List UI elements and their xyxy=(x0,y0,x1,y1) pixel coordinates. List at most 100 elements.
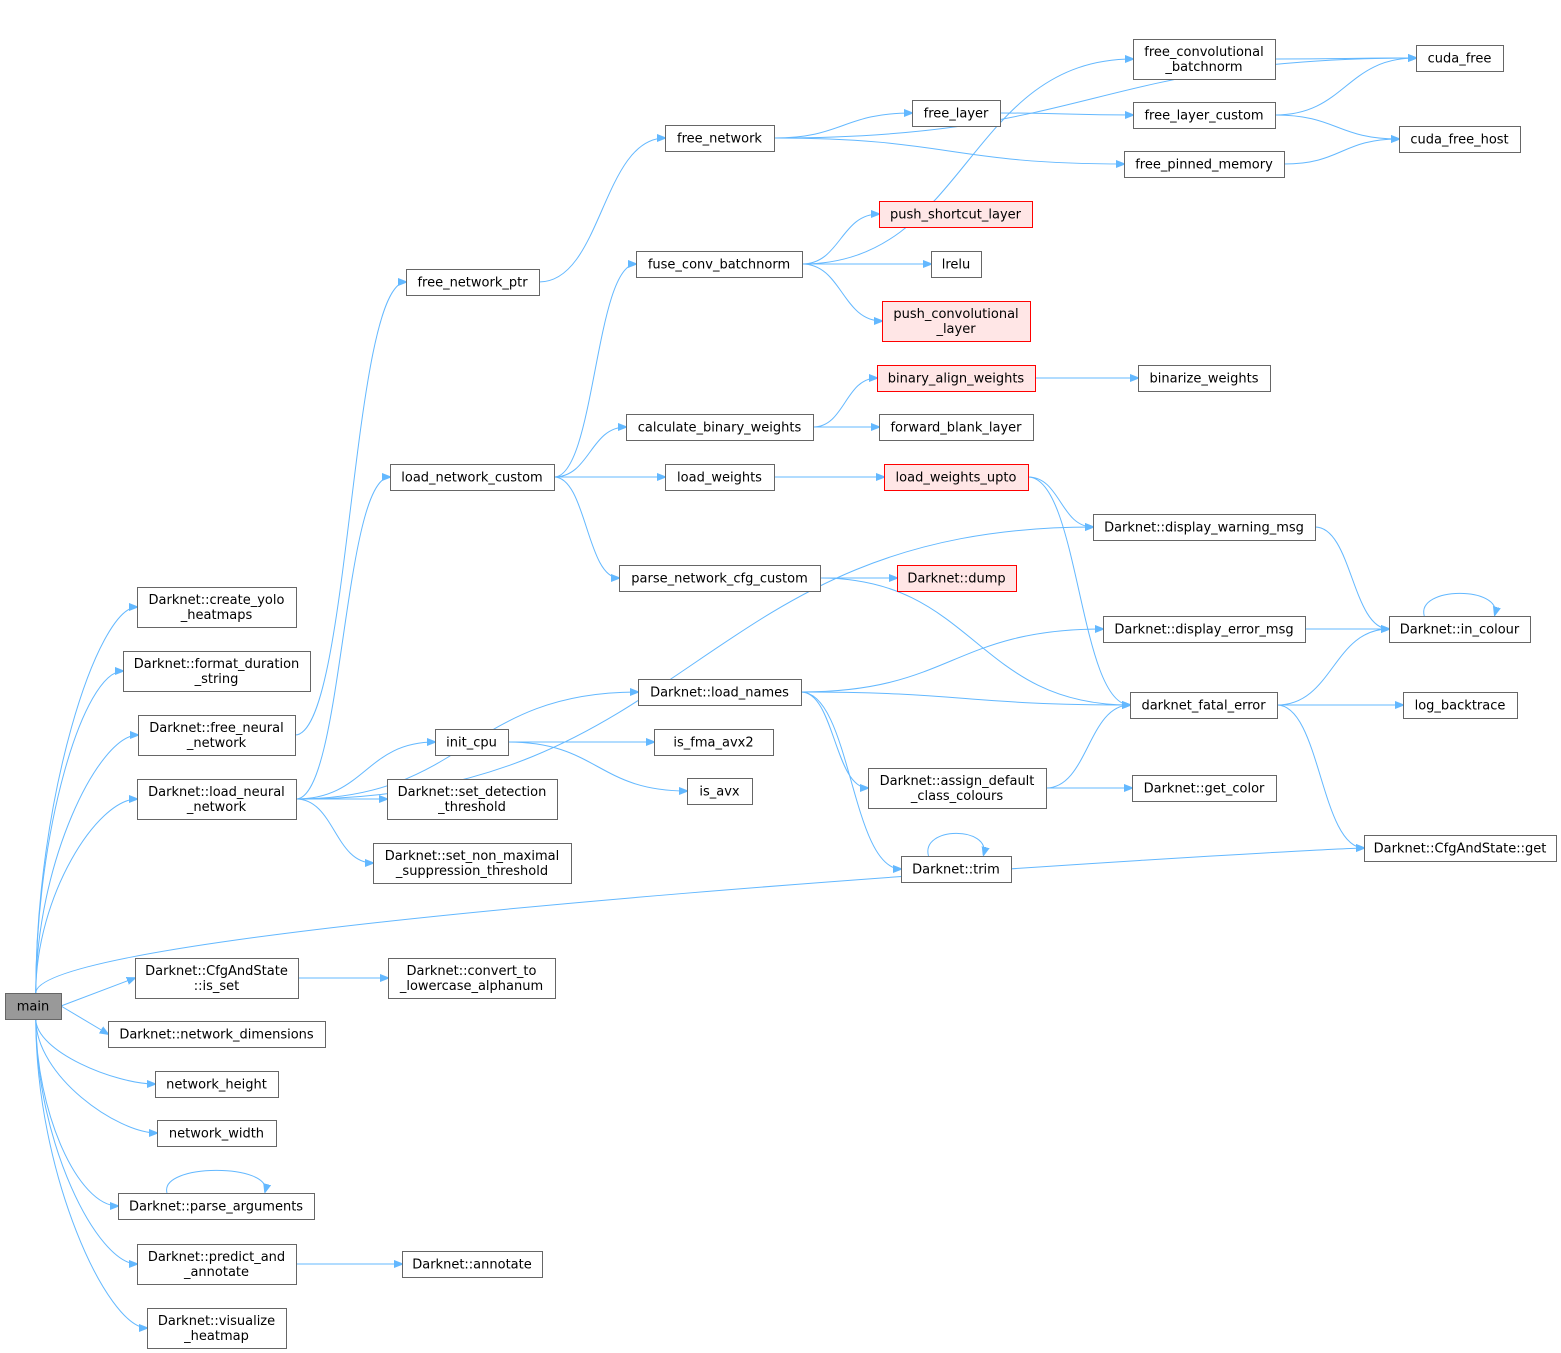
node-trim[interactable]: Darknet::trim xyxy=(901,856,1012,883)
edge-free_neural_network-to-free_network_ptr xyxy=(294,282,406,736)
node-label-forward_blank_layer-0: forward_blank_layer xyxy=(890,421,1022,436)
node-load_names[interactable]: Darknet::load_names xyxy=(638,679,802,706)
node-box-create_yolo_heatmaps xyxy=(137,587,297,628)
node-cuda_free[interactable]: cuda_free xyxy=(1416,45,1504,72)
node-is_fma_avx2[interactable]: is_fma_avx2 xyxy=(654,729,774,756)
node-label-network_height-0: network_height xyxy=(166,1078,267,1093)
node-annotate[interactable]: Darknet::annotate xyxy=(402,1251,543,1278)
edge-assign_default_class_colours-to-darknet_fatal_error xyxy=(1045,705,1130,789)
node-set_nms_threshold[interactable]: Darknet::set_non_maximal_suppression_thr… xyxy=(373,843,572,884)
edge-main-to-visualize_heatmap xyxy=(35,1018,147,1328)
node-box-is_avx xyxy=(687,778,753,805)
node-box-get_color xyxy=(1132,775,1277,802)
node-network_height[interactable]: network_height xyxy=(155,1071,279,1098)
node-box-network_width xyxy=(157,1120,277,1147)
node-is_avx[interactable]: is_avx xyxy=(687,778,753,805)
node-label-convert_to_lowercase_alphanum-0: Darknet::convert_to xyxy=(407,964,537,979)
node-box-in_colour xyxy=(1389,616,1531,643)
edge-main-to-network_dimensions xyxy=(60,1005,108,1034)
node-free_network_ptr[interactable]: free_network_ptr xyxy=(406,269,540,296)
node-label-set_detection_threshold-1: _threshold xyxy=(437,800,506,815)
node-cfg_is_set[interactable]: Darknet::CfgAndState::is_set xyxy=(135,958,299,999)
node-box-darknet_fatal_error xyxy=(1130,692,1278,719)
node-set_detection_threshold[interactable]: Darknet::set_detection_threshold xyxy=(387,779,558,820)
node-label-calculate_binary_weights-0: calculate_binary_weights xyxy=(638,421,802,436)
node-convert_to_lowercase_alphanum[interactable]: Darknet::convert_to_lowercase_alphanum xyxy=(388,958,556,999)
node-label-load_neural_network-0: Darknet::load_neural xyxy=(148,785,285,800)
node-label-log_backtrace-0: log_backtrace xyxy=(1415,699,1506,714)
node-label-main-0: main xyxy=(17,1000,49,1015)
node-box-load_weights_upto xyxy=(884,464,1029,491)
node-get_color[interactable]: Darknet::get_color xyxy=(1132,775,1277,802)
node-cuda_free_host[interactable]: cuda_free_host xyxy=(1399,126,1521,153)
edge-parse_network_cfg_custom-to-darknet_fatal_error xyxy=(819,577,1130,705)
node-free_layer[interactable]: free_layer xyxy=(912,100,1001,127)
node-label-set_nms_threshold-0: Darknet::set_non_maximal xyxy=(385,849,559,864)
node-load_weights[interactable]: load_weights xyxy=(665,464,775,491)
edge-free_network_ptr-to-free_network xyxy=(538,138,665,283)
node-label-load_names-0: Darknet::load_names xyxy=(650,686,789,701)
node-box-load_neural_network xyxy=(137,779,297,820)
node-log_backtrace[interactable]: log_backtrace xyxy=(1403,692,1518,719)
node-load_weights_upto[interactable]: load_weights_upto xyxy=(884,464,1029,491)
node-binarize_weights[interactable]: binarize_weights xyxy=(1138,365,1271,392)
node-box-load_names xyxy=(638,679,802,706)
node-label-convert_to_lowercase_alphanum-1: _lowercase_alphanum xyxy=(399,979,543,994)
node-box-is_fma_avx2 xyxy=(654,729,774,756)
node-label-load_weights_upto-0: load_weights_upto xyxy=(896,471,1017,486)
node-label-set_detection_threshold-0: Darknet::set_detection xyxy=(398,785,547,800)
node-box-binarize_weights xyxy=(1138,365,1271,392)
node-free_neural_network[interactable]: Darknet::free_neural_network xyxy=(138,715,296,756)
node-box-set_detection_threshold xyxy=(387,779,558,820)
node-forward_blank_layer[interactable]: forward_blank_layer xyxy=(879,414,1034,441)
node-display_error_msg[interactable]: Darknet::display_error_msg xyxy=(1103,616,1306,643)
node-push_convolutional_layer[interactable]: push_convolutional_layer xyxy=(882,301,1031,342)
node-label-cfg_is_set-0: Darknet::CfgAndState xyxy=(145,964,288,979)
edge-main-to-free_neural_network xyxy=(35,735,138,994)
node-free_pinned_memory[interactable]: free_pinned_memory xyxy=(1124,151,1285,178)
node-free_network[interactable]: free_network xyxy=(665,125,775,152)
node-display_warning_msg[interactable]: Darknet::display_warning_msg xyxy=(1093,514,1316,541)
node-load_neural_network[interactable]: Darknet::load_neural_network xyxy=(137,779,297,820)
node-push_shortcut_layer[interactable]: push_shortcut_layer xyxy=(879,201,1033,228)
node-network_width[interactable]: network_width xyxy=(157,1120,277,1147)
node-create_yolo_heatmaps[interactable]: Darknet::create_yolo_heatmaps xyxy=(137,587,297,628)
node-fuse_conv_batchnorm[interactable]: fuse_conv_batchnorm xyxy=(636,251,803,278)
node-main[interactable]: main xyxy=(5,993,62,1020)
node-label-free_network_ptr-0: free_network_ptr xyxy=(417,276,528,291)
node-label-predict_and_annotate-1: _annotate xyxy=(183,1265,249,1280)
node-dump[interactable]: Darknet::dump xyxy=(897,565,1017,592)
node-label-push_shortcut_layer-0: push_shortcut_layer xyxy=(890,208,1022,223)
edge-load_names-to-darknet_fatal_error xyxy=(800,691,1130,705)
edge-free_layer_custom-to-cuda_free_host xyxy=(1274,114,1399,139)
node-lrelu[interactable]: lrelu xyxy=(931,251,982,278)
node-init_cpu[interactable]: init_cpu xyxy=(435,729,509,756)
node-label-parse_arguments-0: Darknet::parse_arguments xyxy=(129,1200,303,1215)
node-format_duration_string[interactable]: Darknet::format_duration_string xyxy=(123,651,311,692)
node-binary_align_weights[interactable]: binary_align_weights xyxy=(877,365,1036,392)
node-free_layer_custom[interactable]: free_layer_custom xyxy=(1133,102,1276,129)
node-darknet_fatal_error[interactable]: darknet_fatal_error xyxy=(1130,692,1278,719)
node-layer: mainDarknet::create_yolo_heatmapsDarknet… xyxy=(5,39,1557,1349)
edge-load_names-to-trim xyxy=(800,691,901,869)
node-label-format_duration_string-0: Darknet::format_duration xyxy=(134,657,300,672)
node-load_network_custom[interactable]: load_network_custom xyxy=(390,464,555,491)
node-predict_and_annotate[interactable]: Darknet::predict_and_annotate xyxy=(137,1244,297,1285)
node-visualize_heatmap[interactable]: Darknet::visualize_heatmap xyxy=(147,1308,287,1349)
node-label-get_color-0: Darknet::get_color xyxy=(1144,782,1265,797)
node-box-display_error_msg xyxy=(1103,616,1306,643)
node-in_colour[interactable]: Darknet::in_colour xyxy=(1389,616,1531,643)
node-parse_arguments[interactable]: Darknet::parse_arguments xyxy=(118,1193,315,1220)
node-label-assign_default_class_colours-1: _class_colours xyxy=(910,789,1004,804)
edge-free_network-to-cuda_free xyxy=(773,58,1416,139)
edge-calculate_binary_weights-to-binary_align_weights xyxy=(812,378,877,428)
node-cfg_get[interactable]: Darknet::CfgAndState::get xyxy=(1364,835,1557,862)
edge-in_colour-to-in_colour xyxy=(1423,592,1496,616)
node-network_dimensions[interactable]: Darknet::network_dimensions xyxy=(108,1021,326,1048)
node-free_convolutional_batchnorm[interactable]: free_convolutional_batchnorm xyxy=(1133,39,1276,80)
node-calculate_binary_weights[interactable]: calculate_binary_weights xyxy=(626,414,814,441)
node-box-set_nms_threshold xyxy=(373,843,572,884)
node-assign_default_class_colours[interactable]: Darknet::assign_default_class_colours xyxy=(868,768,1047,809)
edge-load_weights_upto-to-display_warning_msg xyxy=(1027,476,1093,527)
node-parse_network_cfg_custom[interactable]: parse_network_cfg_custom xyxy=(619,565,821,592)
